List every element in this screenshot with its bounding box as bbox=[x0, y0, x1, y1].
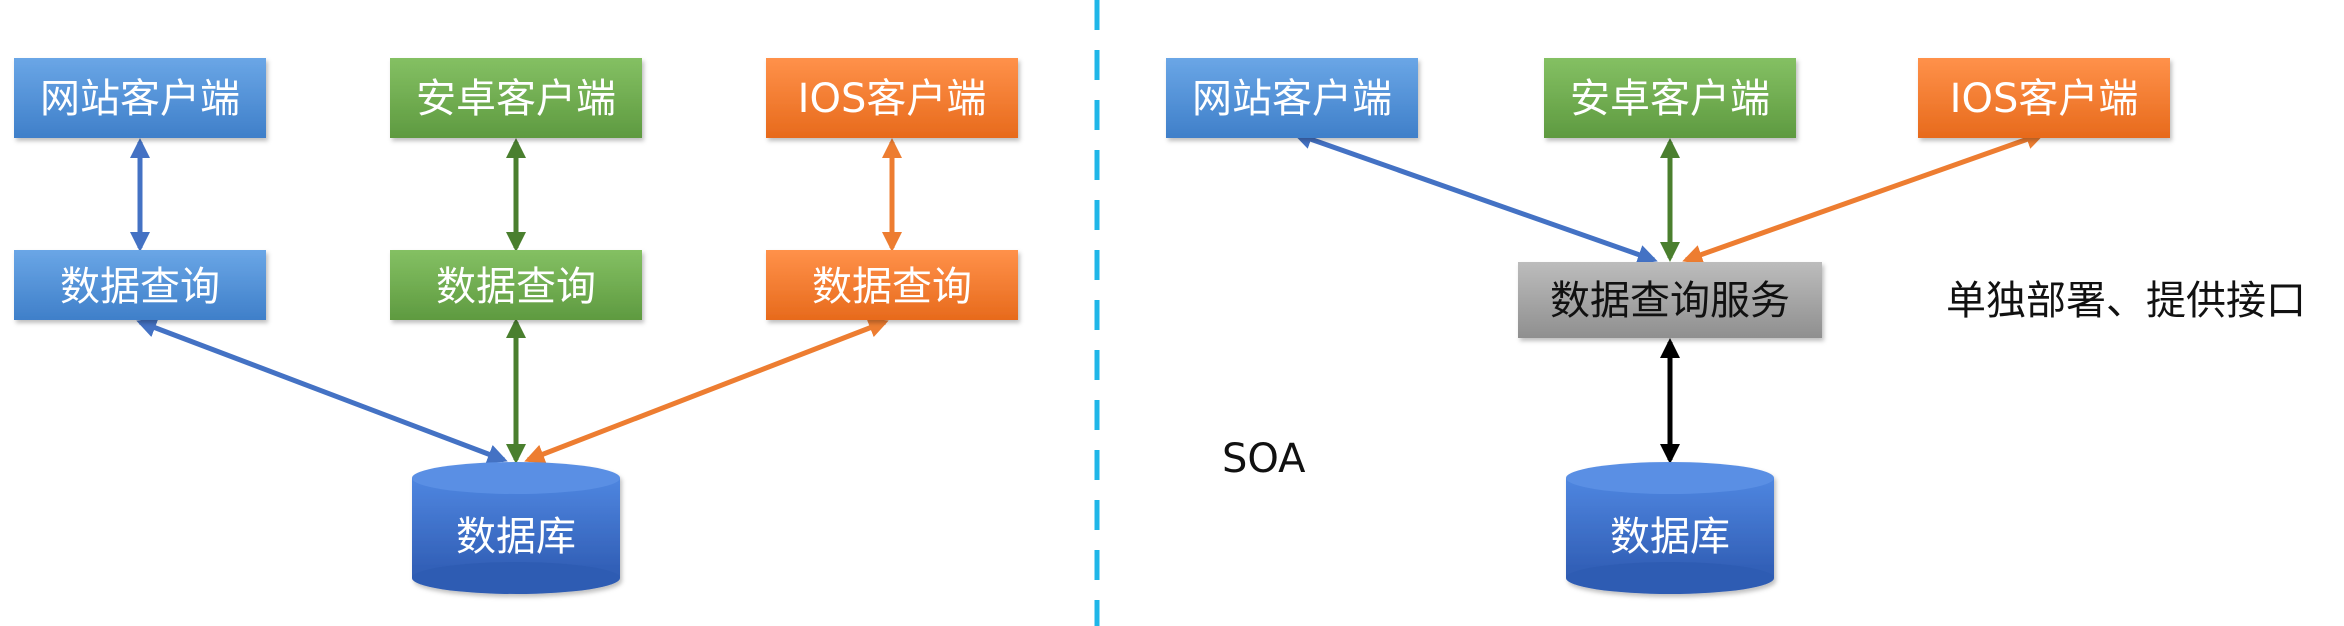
left-client-web-label: 网站客户端 bbox=[40, 76, 240, 122]
left-client-ios-label: IOS客户端 bbox=[798, 76, 987, 122]
left-query-web: 数据查询 bbox=[14, 250, 266, 320]
left-client-ios: IOS客户端 bbox=[766, 58, 1018, 138]
right-client-ios-label: IOS客户端 bbox=[1950, 76, 2139, 122]
left-query-ios-label: 数据查询 bbox=[812, 264, 972, 310]
left-client-android-label: 安卓客户端 bbox=[416, 76, 616, 122]
right-client-ios: IOS客户端 bbox=[1918, 58, 2170, 138]
right-arrow-web-service bbox=[1292, 129, 1658, 265]
left-client-android: 安卓客户端 bbox=[390, 58, 642, 138]
soa-label: SOA bbox=[1222, 436, 1306, 482]
left-database-label: 数据库 bbox=[456, 514, 576, 560]
right-database: 数据库 bbox=[1566, 462, 1774, 594]
right-client-web-label: 网站客户端 bbox=[1192, 76, 1392, 122]
left-query-web-label: 数据查询 bbox=[60, 264, 220, 310]
right-query-service-label: 数据查询服务 bbox=[1550, 278, 1790, 324]
left-query-android-label: 数据查询 bbox=[436, 264, 596, 310]
left-database: 数据库 bbox=[412, 462, 620, 594]
left-query-android: 数据查询 bbox=[390, 250, 642, 320]
left-arrow-query-ios-db bbox=[524, 318, 889, 464]
right-client-android-label: 安卓客户端 bbox=[1570, 76, 1770, 122]
left-client-web: 网站客户端 bbox=[14, 58, 266, 138]
right-arrow-ios-service bbox=[1682, 129, 2046, 265]
right-query-service: 数据查询服务 bbox=[1518, 262, 1822, 338]
left-arrow-query-web-db bbox=[136, 318, 508, 464]
left-query-ios: 数据查询 bbox=[766, 250, 1018, 320]
right-database-label: 数据库 bbox=[1610, 514, 1730, 560]
right-client-web: 网站客户端 bbox=[1166, 58, 1418, 138]
right-client-android: 安卓客户端 bbox=[1544, 58, 1796, 138]
service-note: 单独部署、提供接口 bbox=[1946, 278, 2306, 324]
